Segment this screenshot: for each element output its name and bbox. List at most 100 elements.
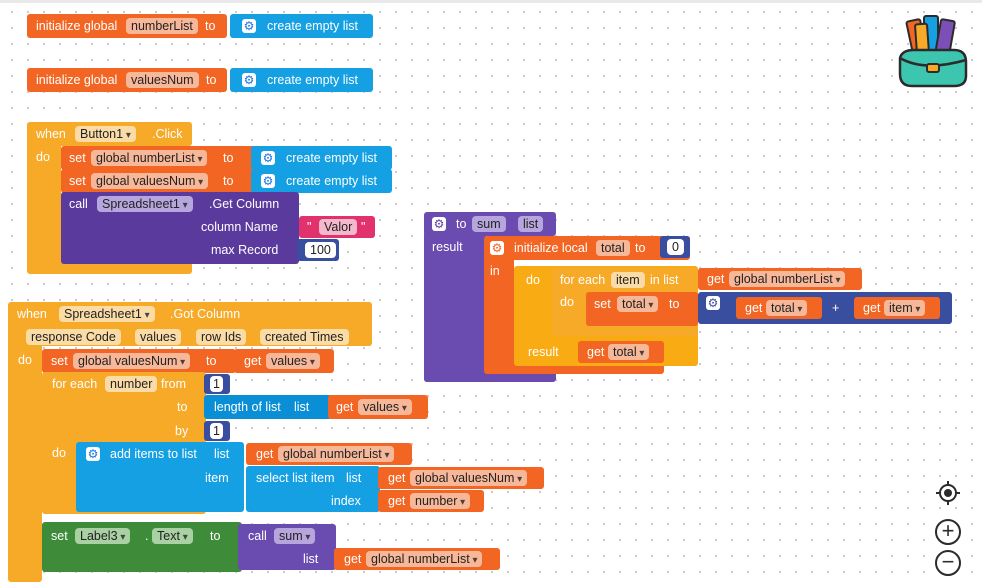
backpack-icon[interactable] (894, 14, 972, 90)
variable-name-field[interactable]: numberList (126, 18, 198, 34)
get-label: get (745, 301, 763, 315)
when-label: when (36, 127, 66, 141)
gear-icon[interactable]: ⚙ (490, 241, 504, 255)
gear-icon[interactable]: ⚙ (242, 19, 256, 33)
procedure-name-field[interactable]: sum (472, 216, 506, 232)
to-label: to (177, 400, 188, 414)
event-parameter[interactable]: row Ids (196, 329, 247, 345)
for-each-label: for each (52, 377, 98, 391)
spreadsheet1-got-column-event-block[interactable]: when Spreadsheet1 .Got Column response C… (8, 302, 548, 584)
max-record-value[interactable]: 100 (305, 242, 336, 258)
to-label: to (206, 73, 217, 87)
do-label: do (560, 295, 574, 309)
by-value[interactable]: 1 (210, 423, 223, 439)
zoom-in-icon[interactable]: + (935, 519, 961, 545)
set-label: set (51, 354, 68, 368)
plus-operator: + (832, 301, 840, 315)
select-list-item-label: select list item (256, 471, 335, 485)
button1-click-event-block[interactable]: when Button1 .Click do set global number… (27, 122, 397, 274)
set-label: set (51, 529, 68, 543)
variable-dropdown[interactable]: global numberList (91, 150, 208, 166)
sum-procedure-block[interactable]: ⚙ to sum list result ⚙ initialize local … (424, 212, 952, 384)
result-label: result (528, 345, 559, 359)
init-global-valuesnum-block[interactable]: initialize global valuesNum to ⚙ create … (27, 68, 373, 92)
property-dropdown[interactable]: Text (152, 528, 193, 544)
do-label: do (526, 273, 540, 287)
init-global-label: initialize global (36, 73, 118, 87)
list-label: list (303, 552, 319, 566)
variable-dropdown[interactable]: total (608, 344, 650, 360)
event-parameter[interactable]: created Times (260, 329, 349, 345)
gear-icon[interactable]: ⚙ (86, 447, 100, 461)
procedure-dropdown[interactable]: sum (274, 528, 316, 544)
create-empty-list-label: create empty list (267, 19, 359, 33)
event-parameter[interactable]: response Code (26, 329, 121, 345)
call-label: call (69, 197, 88, 211)
loop-variable-field[interactable]: item (611, 272, 645, 288)
variable-dropdown[interactable]: global valuesNum (91, 173, 209, 189)
zoom-out-icon[interactable]: − (935, 550, 961, 576)
initialize-local-block[interactable] (484, 236, 690, 260)
get-label: get (707, 272, 725, 286)
component-dropdown[interactable]: Spreadsheet1 (59, 306, 155, 322)
add-items-to-list-block[interactable] (76, 442, 244, 512)
get-label: get (388, 494, 406, 508)
list-label: list (346, 471, 362, 485)
create-empty-list-label: create empty list (286, 151, 378, 165)
select-list-item-block[interactable] (246, 466, 380, 512)
set-label: set (69, 174, 86, 188)
do-label: do (18, 353, 32, 367)
gear-icon[interactable]: ⚙ (261, 151, 275, 165)
gear-icon[interactable]: ⚙ (261, 174, 275, 188)
variable-dropdown[interactable]: total (766, 300, 808, 316)
component-dropdown[interactable]: Button1 (75, 126, 136, 142)
to-label: to (635, 241, 646, 255)
variable-dropdown[interactable]: global numberList (278, 446, 395, 462)
set-label: set (594, 297, 611, 311)
loop-variable-field[interactable]: number (105, 376, 158, 392)
create-empty-list-label: create empty list (267, 73, 359, 87)
in-list-label: in list (650, 273, 679, 287)
get-label: get (863, 301, 881, 315)
init-global-label: initialize global (36, 19, 118, 33)
column-name-label: column Name (201, 220, 279, 234)
variable-dropdown[interactable]: item (884, 300, 926, 316)
from-value[interactable]: 1 (210, 376, 223, 392)
variable-dropdown[interactable]: number (410, 493, 471, 509)
to-label: to (223, 151, 234, 165)
local-variable-field[interactable]: total (596, 240, 630, 256)
to-label: to (206, 354, 217, 368)
dot-label: . (145, 529, 149, 543)
variable-dropdown[interactable]: global valuesNum (73, 353, 191, 369)
to-label: to (456, 217, 467, 231)
variable-dropdown[interactable]: total (617, 296, 659, 312)
variable-dropdown[interactable]: global valuesNum (410, 470, 528, 486)
get-label: get (587, 345, 605, 359)
item-label: item (205, 471, 229, 485)
by-label: by (175, 424, 189, 438)
initialize-local-label: initialize local (514, 241, 588, 255)
component-dropdown[interactable]: Label3 (75, 528, 131, 544)
gear-icon[interactable]: ⚙ (706, 296, 720, 310)
in-label: in (490, 264, 500, 278)
gear-icon[interactable]: ⚙ (432, 217, 446, 231)
gear-icon[interactable]: ⚙ (242, 73, 256, 87)
variable-dropdown[interactable]: global numberList (366, 551, 483, 567)
variable-dropdown[interactable]: global numberList (729, 271, 846, 287)
variable-dropdown[interactable]: values (358, 399, 412, 415)
event-parameter[interactable]: values (135, 329, 182, 345)
column-name-value[interactable]: Valor (319, 219, 358, 235)
initial-value-field[interactable]: 0 (667, 239, 684, 255)
set-label: set (69, 151, 86, 165)
parameter-list[interactable]: list (518, 216, 544, 232)
component-dropdown[interactable]: Spreadsheet1 (97, 196, 193, 212)
crosshair-icon[interactable] (935, 480, 961, 506)
to-label: to (669, 297, 680, 311)
for-each-label: for each (560, 273, 606, 287)
init-global-numberlist-block[interactable]: initialize global numberList to ⚙ create… (27, 14, 373, 38)
length-of-list-block[interactable] (204, 395, 332, 419)
variable-name-field[interactable]: valuesNum (126, 72, 199, 88)
variable-dropdown[interactable]: values (266, 353, 320, 369)
get-label: get (336, 400, 354, 414)
max-record-label: max Record (211, 243, 279, 257)
